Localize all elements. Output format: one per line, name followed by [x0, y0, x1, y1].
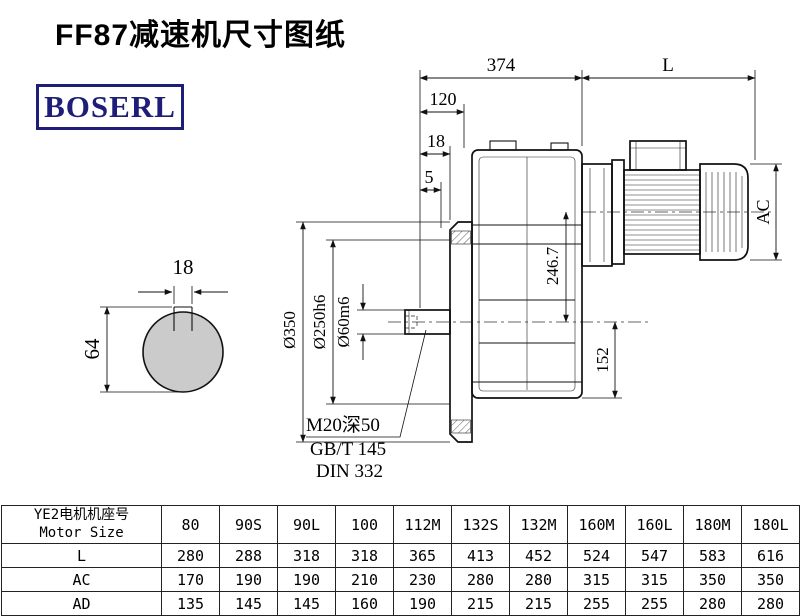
dim-18-label: 18: [427, 131, 445, 151]
value-cell: 135: [161, 591, 220, 616]
value-cell: 280: [161, 543, 220, 568]
key-width-label: 18: [173, 255, 194, 279]
motor-size-header-cell: YE2电机机座号 Motor Size: [1, 505, 162, 544]
row-label: AD: [1, 591, 162, 616]
value-cell: 190: [219, 567, 278, 592]
col-header: 90L: [277, 505, 336, 544]
col-header: 100: [335, 505, 394, 544]
dim-152-label: 152: [593, 347, 612, 373]
value-cell: 318: [277, 543, 336, 568]
lifting-lug: [489, 140, 517, 151]
fan-cowl-ribs: [705, 172, 743, 252]
output-shaft: [404, 309, 451, 335]
value-cell: 452: [509, 543, 568, 568]
value-cell: 255: [625, 591, 684, 616]
value-cell: 190: [277, 567, 336, 592]
col-header: 180M: [683, 505, 742, 544]
col-header: 112M: [393, 505, 452, 544]
value-cell: 210: [335, 567, 394, 592]
spigot-diameter-label: Ø250h6: [310, 295, 329, 350]
center-tap-hidden-lines: [405, 315, 418, 329]
motor-size-header-en: Motor Size: [39, 524, 124, 541]
key-height-label: 64: [80, 338, 104, 360]
keyway-outline: [173, 306, 193, 331]
brand-logo-text: BOSERL: [44, 89, 176, 124]
value-cell: 616: [741, 543, 800, 568]
tap-note-label: M20深50: [306, 414, 380, 436]
dimension-annotations: 374 L 120 18 5 AC 246.7 Ø350 Ø250h6 Ø60m…: [280, 55, 782, 482]
value-cell: 280: [741, 591, 800, 616]
table-row-AC: AC 170 190 190 210 230 280 280 315 315 3…: [1, 567, 800, 592]
col-header: 160M: [567, 505, 626, 544]
keyway-extension-lines: [100, 286, 193, 393]
value-cell: 190: [393, 591, 452, 616]
col-header: 160L: [625, 505, 684, 544]
value-cell: 170: [161, 567, 220, 592]
top-plug: [550, 142, 569, 151]
motor-diameter-label: AC: [753, 199, 773, 224]
value-cell: 215: [509, 591, 568, 616]
value-cell: 280: [509, 567, 568, 592]
value-cell: 315: [567, 567, 626, 592]
page-title: FF87减速机尺寸图纸: [55, 19, 347, 52]
value-cell: 160: [335, 591, 394, 616]
value-cell: 524: [567, 543, 626, 568]
standard-din-label: DIN 332: [316, 461, 383, 482]
shaft-section-circle: [142, 311, 224, 393]
motor-length-label: L: [662, 55, 674, 76]
motor-size-table: YE2电机机座号 Motor Size 80 90S 90L 100 112M …: [1, 505, 800, 616]
gearbox-front-view: [388, 140, 772, 443]
value-cell: 145: [277, 591, 336, 616]
col-header: 180L: [741, 505, 800, 544]
value-cell: 318: [335, 543, 394, 568]
extension-lines: [296, 70, 782, 443]
value-cell: 547: [625, 543, 684, 568]
value-cell: 413: [451, 543, 510, 568]
terminal-box: [629, 140, 687, 171]
value-cell: 230: [393, 567, 452, 592]
shaft-diameter-label: Ø60m6: [334, 297, 353, 348]
value-cell: 145: [219, 591, 278, 616]
table-row-L: L 280 288 318 318 365 413 452 524 547 58…: [1, 543, 800, 568]
col-header: 132S: [451, 505, 510, 544]
adapter-inner-lines: [589, 168, 605, 262]
value-cell: 583: [683, 543, 742, 568]
shaft-end-view: 18 64: [80, 255, 228, 393]
brand-logo: BOSERL: [36, 84, 184, 130]
value-cell: 350: [741, 567, 800, 592]
value-cell: 288: [219, 543, 278, 568]
table-row-AD: AD 135 145 145 160 190 215 215 255 255 2…: [1, 591, 800, 616]
output-flange: [449, 221, 473, 443]
dim-5-label: 5: [425, 167, 434, 187]
col-header: 80: [161, 505, 220, 544]
flange-bolt-section-top: [451, 230, 471, 245]
value-cell: 315: [625, 567, 684, 592]
technical-drawing: 18 64: [80, 55, 782, 482]
tap-note-leader: [306, 329, 427, 438]
row-label: AC: [1, 567, 162, 592]
total-length-label: 374: [487, 55, 516, 76]
fan-cowl: [699, 163, 749, 261]
value-cell: 280: [451, 567, 510, 592]
motor-size-header-cn: YE2电机机座号: [33, 507, 130, 523]
value-cell: 280: [683, 591, 742, 616]
flange-bolt-section-bottom: [451, 419, 471, 434]
row-label: L: [1, 543, 162, 568]
value-cell: 365: [393, 543, 452, 568]
value-cell: 255: [567, 591, 626, 616]
table-header-row: YE2电机机座号 Motor Size 80 90S 90L 100 112M …: [1, 505, 800, 544]
center-height-label: 246.7: [543, 246, 562, 285]
value-cell: 215: [451, 591, 510, 616]
standard-gb-label: GB/T 145: [310, 439, 386, 460]
dim-120-label: 120: [430, 89, 457, 109]
value-cell: 350: [683, 567, 742, 592]
flange-diameter-label: Ø350: [280, 311, 299, 349]
motor-fins: [624, 174, 700, 251]
motor-adapter: [581, 163, 613, 267]
col-header: 132M: [509, 505, 568, 544]
terminal-box-lines: [630, 141, 686, 170]
col-header: 90S: [219, 505, 278, 544]
